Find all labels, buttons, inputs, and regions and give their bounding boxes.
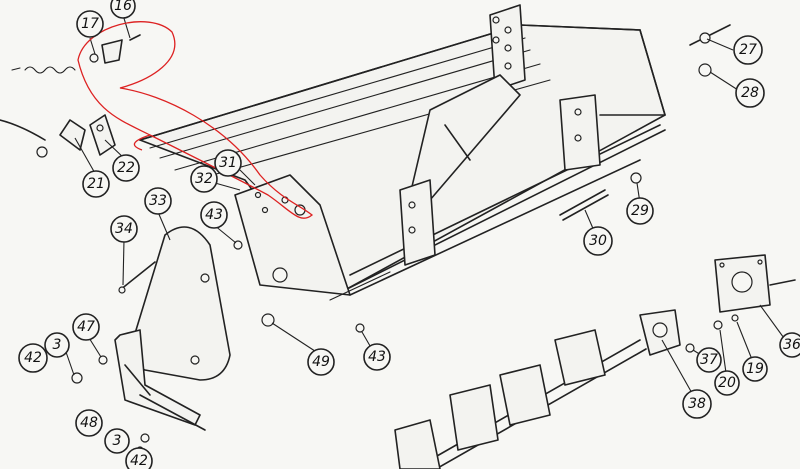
svg-text:16: 16 [114,0,132,14]
svg-text:43: 43 [205,207,223,223]
link-rod [0,119,46,141]
plate-16 [101,39,123,64]
washer-49 [261,313,275,327]
svg-text:47: 47 [77,319,95,335]
callout-3-upper: 3 [44,332,70,358]
callout-43-lower: 43 [363,343,391,371]
svg-text:38: 38 [688,396,706,412]
svg-text:42: 42 [24,350,42,366]
callout-16: 16 [110,0,136,19]
chain-guard-33 [131,226,231,381]
callout-34: 34 [110,215,138,243]
svg-text:20: 20 [718,375,736,391]
callout-33: 33 [144,187,172,215]
svg-text:28: 28 [741,85,759,101]
callout-27: 27 [733,35,763,65]
brace-left [409,74,521,201]
svg-text:36: 36 [783,337,800,353]
callout-43-upper: 43 [200,201,228,229]
callout-49: 49 [307,348,335,376]
callout-38: 38 [682,389,712,419]
rotor-shaft [394,329,647,469]
bearing-36 [714,254,796,313]
svg-text:32: 32 [195,171,213,187]
callout-36: 36 [779,332,800,358]
callout-32: 32 [190,165,218,193]
callout-42-lower: 42 [125,447,153,469]
front-plate [399,179,436,266]
svg-text:3: 3 [53,337,62,353]
svg-text:48: 48 [80,415,98,431]
callout-48: 48 [75,409,103,437]
svg-text:37: 37 [700,352,718,368]
callout-31: 31 [214,149,242,177]
svg-text:19: 19 [746,361,764,377]
flange-3 [449,384,499,451]
svg-text:21: 21 [87,176,105,192]
callout-37: 37 [696,347,722,373]
callout-19: 19 [742,356,768,382]
bolt-34 [119,261,156,291]
rod-30 [559,189,609,221]
spring [11,66,76,74]
pin-27 [689,24,731,46]
svg-text:33: 33 [149,193,167,209]
callout-47: 47 [72,313,100,341]
callout-21: 21 [82,170,110,198]
red-markup [77,21,314,219]
callout-20: 20 [714,370,740,396]
callout-42-upper: 42 [18,343,48,373]
svg-text:22: 22 [117,160,135,176]
callout-22: 22 [112,154,140,182]
svg-text:17: 17 [81,16,99,32]
nut-3b [140,433,150,443]
svg-text:29: 29 [631,203,649,219]
washer [36,146,48,158]
main-frame [139,4,666,301]
nut-29 [630,172,642,184]
nut-20 [713,320,723,330]
callout-28: 28 [735,78,765,108]
svg-text:42: 42 [130,453,148,469]
clip-19 [731,314,739,322]
flange-1 [554,329,606,386]
ratchet-21 [59,119,86,151]
nut-28 [698,63,712,77]
svg-text:49: 49 [312,354,330,370]
washer-37 [685,343,695,353]
side-panel [234,174,351,296]
skid-48 [114,329,206,431]
callout-30: 30 [583,226,613,256]
bolt-43b [355,323,365,333]
brace-right [559,94,601,171]
svg-text:27: 27 [739,42,757,58]
bracket-22 [89,114,116,156]
flange-4 [394,419,441,469]
nut-42a [71,372,83,384]
svg-text:3: 3 [113,433,122,449]
callout-29: 29 [626,197,654,225]
callout-3-lower: 3 [104,428,130,454]
svg-text:31: 31 [219,155,237,171]
svg-text:43: 43 [368,349,386,365]
svg-text:30: 30 [589,233,607,249]
svg-text:34: 34 [115,221,133,237]
flange-2 [499,364,551,426]
bolt-47 [98,355,108,365]
callout-17: 17 [76,10,104,38]
